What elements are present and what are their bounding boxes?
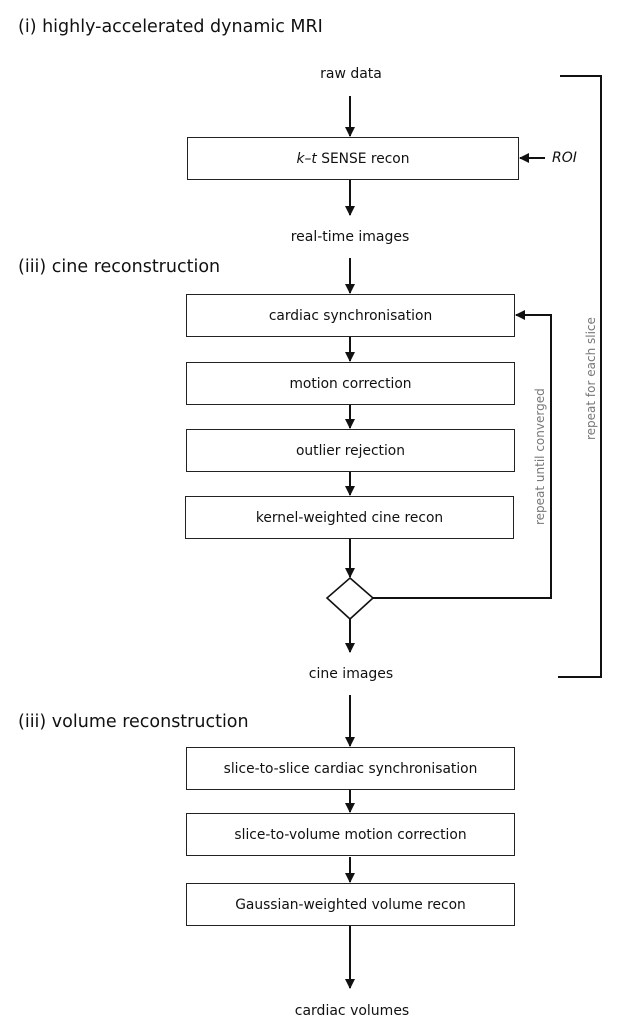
node-cardiac-volumes: cardiac volumes: [294, 1003, 410, 1019]
box-outlier-rejection: outlier rejection: [186, 429, 515, 472]
outer-loop-bracket: [558, 75, 602, 678]
inner-loop-label: repeat until converged: [533, 388, 547, 525]
convergence-decision-diamond: [325, 576, 375, 621]
inner-loop-line: [372, 310, 552, 599]
roi-input-label: ROI: [552, 150, 577, 166]
section-title-volume-recon: (iii) volume reconstruction: [18, 712, 249, 732]
box-slice-to-volume-motion: slice-to-volume motion correction: [186, 813, 515, 856]
box-slice-to-slice-sync: slice-to-slice cardiac synchronisation: [186, 747, 515, 790]
kt-label-italic: k–t: [296, 150, 317, 167]
box-cardiac-synchronisation: cardiac synchronisation: [186, 294, 515, 337]
section-title-cine-recon: (iii) cine reconstruction: [18, 257, 221, 277]
node-raw-data: raw data: [320, 66, 382, 82]
box-gaussian-weighted-volume-recon: Gaussian-weighted volume recon: [186, 883, 515, 926]
box-motion-correction: motion correction: [186, 362, 515, 405]
node-cine-images: cine images: [308, 666, 394, 682]
section-title-dynamic-mri: (i) highly-accelerated dynamic MRI: [18, 17, 323, 37]
outer-loop-label: repeat for each slice: [584, 317, 598, 440]
box-kernel-weighted-cine-recon: kernel-weighted cine recon: [185, 496, 514, 539]
kt-label-rest: SENSE recon: [316, 150, 410, 167]
node-realtime-images: real-time images: [290, 229, 410, 245]
box-kt-sense-recon: k–t SENSE recon: [187, 137, 519, 180]
